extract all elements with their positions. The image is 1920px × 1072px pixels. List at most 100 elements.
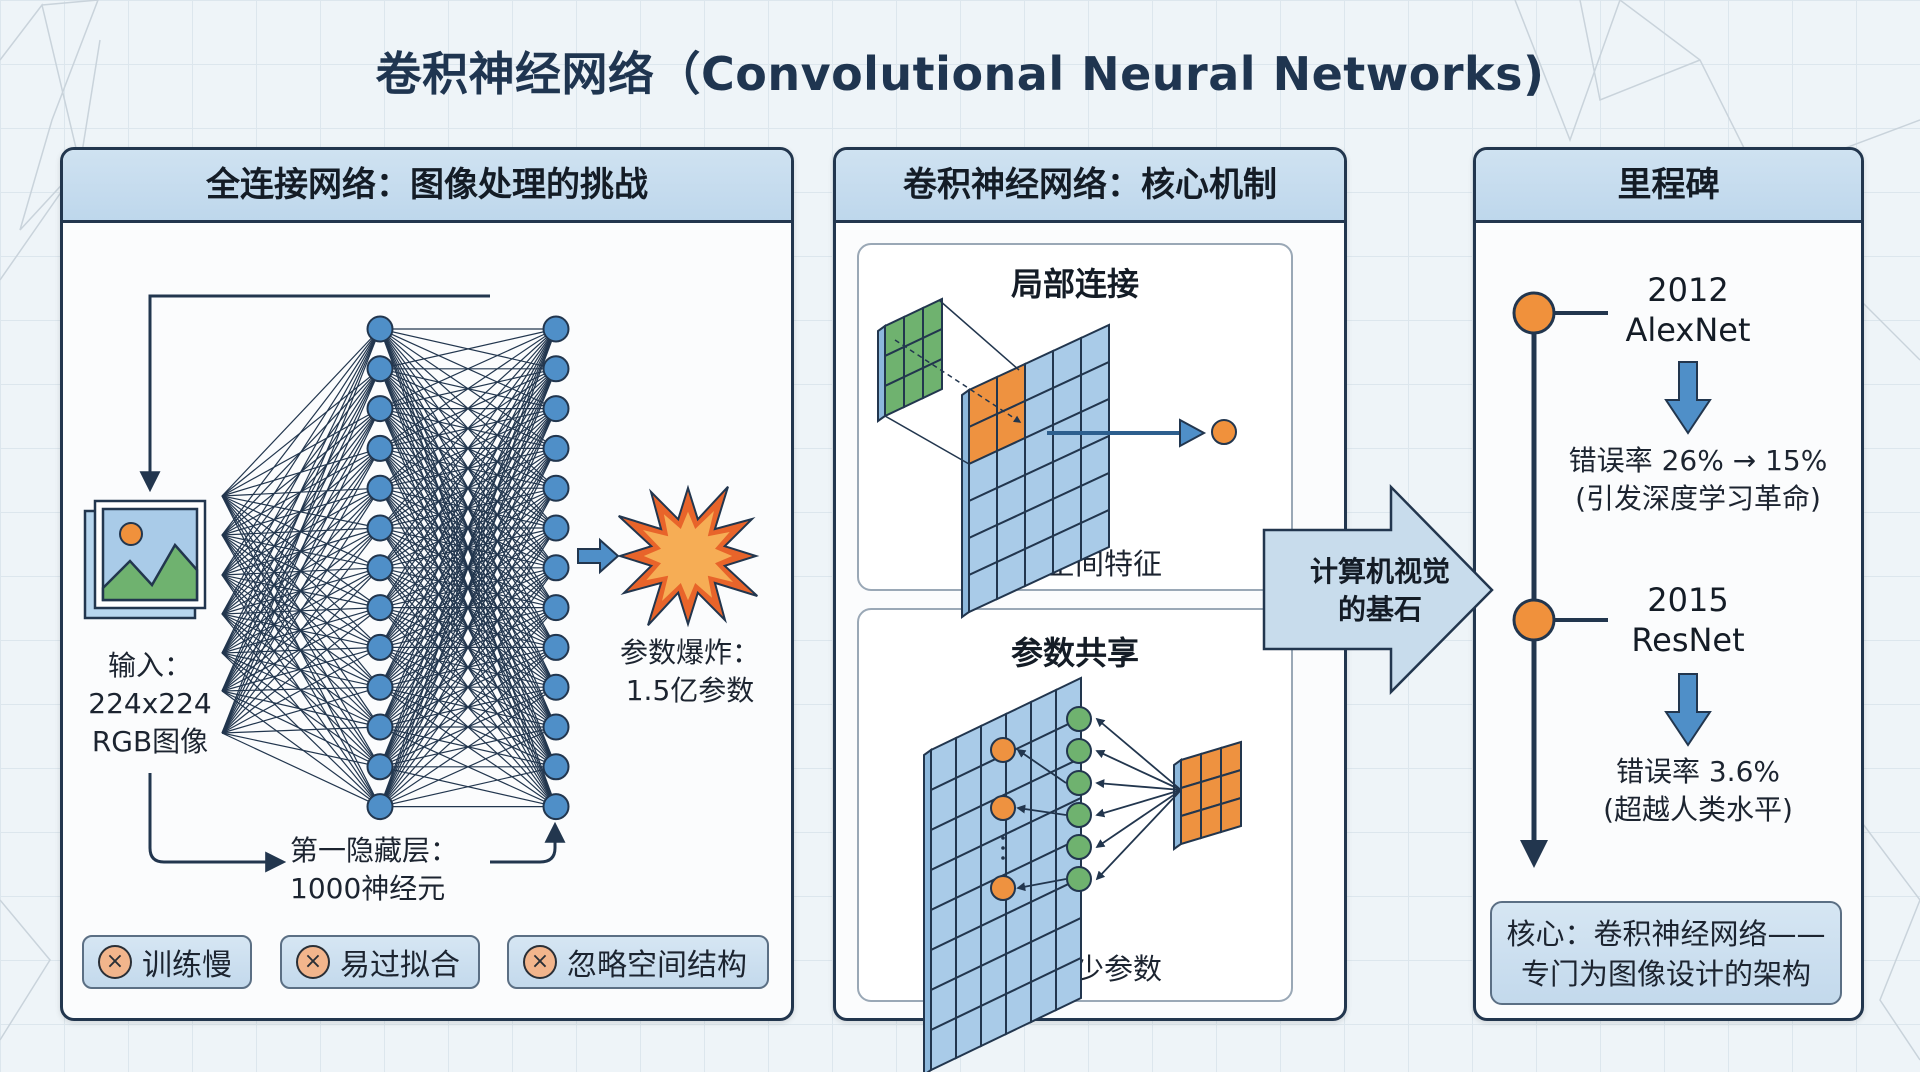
fc-edge xyxy=(221,447,381,497)
fc-edge xyxy=(379,328,557,648)
projection-line xyxy=(884,415,970,465)
hidden-neuron xyxy=(366,474,394,502)
fc-edge xyxy=(221,613,381,807)
fc-edge xyxy=(221,495,381,609)
core-summary-line-2: 专门为图像设计的架构 xyxy=(1520,957,1811,991)
milestone-desc-line-2: (超越人类水平) xyxy=(1603,793,1793,826)
input-label-line-1: 输入： xyxy=(107,649,192,682)
shared-kernel-cell xyxy=(1200,802,1222,840)
timeline-arrow-head xyxy=(1520,840,1548,868)
output-neuron xyxy=(542,753,570,781)
output-neuron xyxy=(542,633,570,661)
explosion-inner xyxy=(643,511,733,601)
fc-edge xyxy=(379,328,557,569)
feature-cell xyxy=(1080,508,1110,562)
output-neuron xyxy=(542,514,570,542)
fc-edge xyxy=(221,690,381,808)
output-neuron xyxy=(542,713,570,741)
milestone-arrow-2012 xyxy=(1664,361,1712,435)
output-neuron xyxy=(542,793,570,821)
problem-badge-overfitting: × 易过拟合 xyxy=(280,935,480,989)
fc-connections xyxy=(221,328,557,808)
hidden-neuron xyxy=(366,554,394,582)
fc-edge xyxy=(379,328,557,370)
explosion-label: 参数爆炸： 1.5亿参数 xyxy=(600,634,780,710)
fc-edge xyxy=(221,495,381,529)
shared-kernel-cell xyxy=(1180,808,1202,846)
fc-edge xyxy=(221,495,381,807)
milestone-name: ResNet xyxy=(1631,621,1745,659)
fc-edge xyxy=(379,328,557,807)
hidden-neuron xyxy=(366,315,394,343)
fc-edge xyxy=(221,495,381,728)
explosion-label-line-2: 1.5亿参数 xyxy=(625,674,755,707)
fc-edge xyxy=(379,328,557,608)
fc-edge xyxy=(379,726,557,808)
flow-arrow-to-hidden-label xyxy=(148,773,287,873)
kernel-cell xyxy=(922,357,943,400)
fc-edge xyxy=(221,487,381,692)
fc-edge xyxy=(379,368,557,807)
hidden-neuron xyxy=(366,514,394,542)
hidden-neuron xyxy=(366,594,394,622)
fc-edge xyxy=(221,534,381,807)
hidden-neuron xyxy=(366,753,394,781)
flow-arrow-to-network xyxy=(490,821,566,864)
output-neuron xyxy=(542,554,570,582)
problem-label: 易过拟合 xyxy=(340,948,460,983)
bridge-label: 计算机视觉 的基石 xyxy=(1280,553,1480,629)
parameter-sharing-title: 参数共享 xyxy=(1010,634,1139,672)
shared-output-unit xyxy=(990,875,1016,901)
explosion-icon xyxy=(616,484,760,628)
fc-edge xyxy=(379,646,557,808)
panel-milestones-header: 里程碑 xyxy=(1476,150,1861,223)
shared-output-arrow xyxy=(1016,804,1067,816)
milestone-2012: 2012 AlexNet xyxy=(1590,270,1786,350)
kernel-direction-arrow xyxy=(894,339,1022,423)
shared-unit xyxy=(1066,802,1092,828)
problem-label: 训练慢 xyxy=(142,948,232,983)
milestone-desc-line-1: 错误率 3.6% xyxy=(1615,755,1781,788)
hidden-layer-label-line-2: 1000神经元 xyxy=(290,872,446,905)
input-label-line-2: 224x224 xyxy=(88,687,212,720)
bridge-label-line-2: 的基石 xyxy=(1337,593,1422,626)
output-arrow-head xyxy=(1179,418,1207,448)
fc-edge xyxy=(379,487,557,807)
milestone-marker-2015 xyxy=(1512,598,1556,642)
fc-edge xyxy=(379,527,557,807)
hidden-layer-label-line-1: 第一隐藏层： xyxy=(290,834,459,867)
fc-edge xyxy=(221,448,381,692)
x-circle-icon: × xyxy=(523,945,557,979)
panel-cnn-header: 卷积神经网络：核心机制 xyxy=(836,150,1344,223)
milestone-2012-desc: 错误率 26% → 15% (引发深度学习革命) xyxy=(1548,442,1848,518)
output-neuron xyxy=(1211,419,1237,445)
bridge-label-line-1: 计算机视觉 xyxy=(1309,555,1450,588)
fc-edge xyxy=(379,766,557,808)
shared-unit xyxy=(1066,770,1092,796)
image-icon xyxy=(83,499,207,620)
shared-cell-edge xyxy=(923,748,932,1072)
shared-output-unit xyxy=(990,795,1016,821)
fc-edge xyxy=(221,368,381,497)
milestone-year: 2015 xyxy=(1647,581,1729,619)
feature-map-grid xyxy=(961,323,1110,619)
shared-unit xyxy=(1066,866,1092,892)
ellipsis-dot xyxy=(1001,836,1005,840)
problem-badge-ignores-spatial: × 忽略空间结构 xyxy=(507,935,769,989)
fc-edge xyxy=(221,527,381,692)
panel-fc-header: 全连接网络：图像处理的挑战 xyxy=(63,150,791,223)
hidden-neuron xyxy=(366,434,394,462)
milestone-arrow-2015 xyxy=(1664,673,1712,747)
fc-edge xyxy=(221,652,381,808)
hidden-neuron xyxy=(366,673,394,701)
fc-edge xyxy=(379,607,557,807)
hidden-neuron xyxy=(366,793,394,821)
output-neuron xyxy=(542,474,570,502)
explosion-label-line-1: 参数爆炸： xyxy=(619,636,760,669)
shared-weight-arrow xyxy=(1095,749,1182,791)
x-circle-icon: × xyxy=(296,945,330,979)
fc-edge xyxy=(379,328,557,489)
core-summary-line-1: 核心：卷积神经网络—— xyxy=(1506,917,1826,951)
fc-edge xyxy=(379,567,557,807)
input-label: 输入： 224x224 RGB图像 xyxy=(80,647,220,761)
